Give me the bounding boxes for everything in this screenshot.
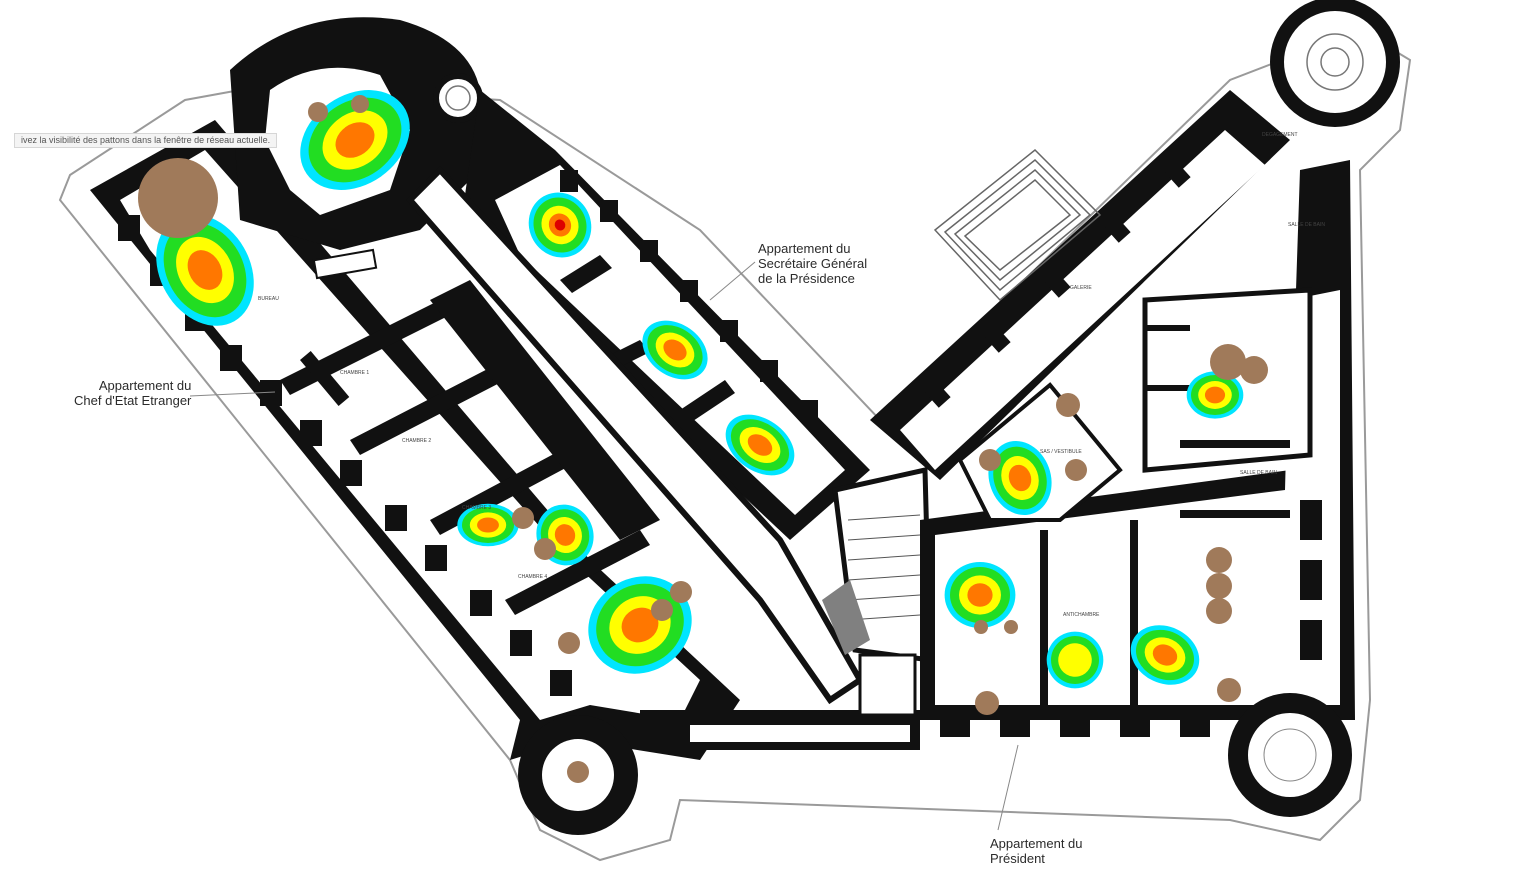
furniture-circle <box>1217 678 1241 702</box>
furniture-circle <box>670 581 692 603</box>
furniture-circle <box>558 632 580 654</box>
furniture-circle <box>1056 393 1080 417</box>
room-label-bureau: BUREAU <box>258 296 279 302</box>
furniture-circle <box>138 158 218 238</box>
furniture-circle <box>651 599 673 621</box>
heat-blob <box>725 414 795 476</box>
furniture-circle <box>1206 573 1232 599</box>
heat-blob <box>528 192 592 258</box>
heat-layer <box>1008 464 1032 492</box>
heat-blob <box>944 561 1016 629</box>
room-label-chambre-1: CHAMBRE 1 <box>340 370 370 376</box>
callout-line: Appartement du <box>758 241 851 256</box>
heat-layer <box>187 250 223 290</box>
callout-line: Chef d'Etat Etranger <box>74 393 192 408</box>
heat-layer <box>621 607 659 643</box>
heat-layer <box>747 434 773 456</box>
heat-layer <box>663 339 687 361</box>
heat-layer <box>1058 643 1092 677</box>
heat-layer <box>1152 644 1178 666</box>
heat-blob <box>156 214 254 326</box>
callout-president-apartment: Appartement du Président <box>990 836 1083 866</box>
callout-line: Appartement du <box>98 378 192 393</box>
room-label-galerie: GALERIE <box>1070 285 1092 291</box>
central-corridor <box>405 165 933 705</box>
callout-line: Président <box>990 851 1045 866</box>
heat-blob <box>1186 371 1244 419</box>
room-label-chambre-2: CHAMBRE 2 <box>402 438 432 444</box>
furniture-circle <box>351 95 369 113</box>
callout-line: Appartement du <box>990 836 1083 851</box>
furniture-layer <box>138 95 1268 783</box>
south-block <box>640 653 920 750</box>
heat-layer <box>554 524 576 546</box>
room-label-chambre-3: CHAMBRE 3 <box>462 505 492 511</box>
visibility-tooltip: ivez la visibilité des pattons dans la f… <box>14 133 278 148</box>
heat-blob <box>1046 631 1104 689</box>
heat-layer <box>1204 386 1226 404</box>
callout-line: de la Présidence <box>758 271 855 286</box>
heat-layer <box>477 517 499 533</box>
heat-blob <box>457 503 519 547</box>
furniture-circle <box>1004 620 1018 634</box>
southeast-tower <box>1228 693 1352 817</box>
room-label-chambre-4: CHAMBRE 4 <box>518 574 548 580</box>
furniture-circle <box>567 761 589 783</box>
room-label-vestibule: SAS / VESTIBULE <box>1040 449 1082 455</box>
room-label-degagement: DEGAGEMENT <box>1262 132 1298 138</box>
heat-blob <box>300 90 410 190</box>
room-label-salle-de-bain: SALLE DE BAIN <box>1288 222 1325 228</box>
furniture-circle <box>979 449 1001 471</box>
furniture-circle <box>974 620 988 634</box>
callout-foreign-head-apartment: Appartement du Chef d'Etat Etranger <box>74 378 191 408</box>
heat-blob <box>988 440 1052 516</box>
heat-blob <box>1130 625 1200 685</box>
furniture-circle <box>1210 344 1246 380</box>
heatmap-layer <box>156 90 1244 689</box>
furniture-circle <box>1206 547 1232 573</box>
president-block <box>920 160 1355 737</box>
furniture-circle <box>975 691 999 715</box>
furniture-circle <box>1206 598 1232 624</box>
callout-line: Secrétaire Général <box>758 256 868 271</box>
heat-layer <box>335 122 375 158</box>
northeast-tower <box>1270 0 1400 127</box>
furniture-circle <box>1240 356 1268 384</box>
room-label-antichambre: ANTICHAMBRE <box>1063 612 1100 618</box>
furniture-circle <box>512 507 534 529</box>
heat-layer <box>967 583 993 607</box>
heat-blob <box>642 320 708 380</box>
northeast-wing <box>870 90 1290 480</box>
heat-layer <box>554 219 566 231</box>
room-label-salle-de-bain: SALLE DE BAIN <box>1240 470 1277 476</box>
callout-secretary-apartment: Appartement du Secrétaire Général de la … <box>758 241 867 286</box>
furniture-circle <box>534 538 556 560</box>
furniture-circle <box>1065 459 1087 481</box>
callout-leaders <box>189 261 1019 831</box>
furniture-circle <box>308 102 328 122</box>
